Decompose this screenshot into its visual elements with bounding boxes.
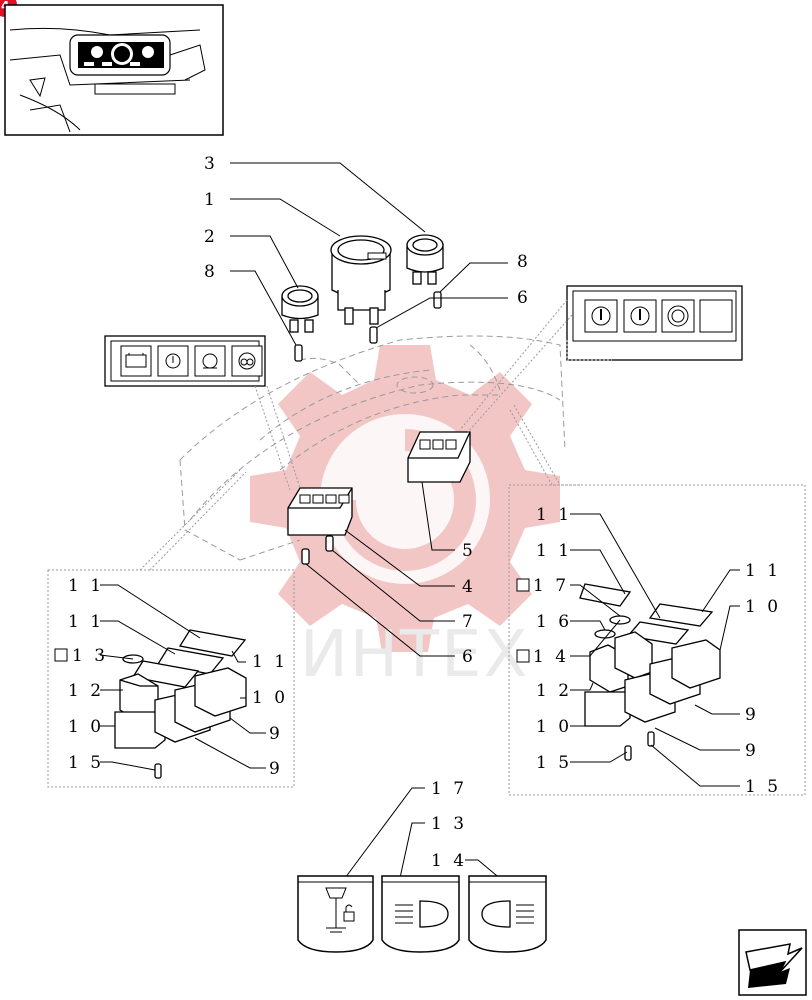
coolant-temperature-icon	[584, 299, 618, 333]
callout-right-0: 1 1	[536, 505, 572, 525]
callout-top-4: 8	[517, 252, 531, 272]
callout-center-3: 6	[462, 647, 476, 667]
callout-bottom-1: 1 3	[431, 814, 467, 834]
bulb-center-b	[301, 548, 310, 565]
bottom-lens-2	[381, 875, 460, 953]
callout-right-7: 1 2	[536, 681, 572, 701]
callout-top-1: 1	[204, 190, 218, 210]
oil-pressure-icon	[157, 345, 189, 377]
callout-bottom-2: 1 4	[431, 851, 467, 871]
callout-left-8: 9	[269, 759, 283, 779]
callout-right-6: 1 4	[533, 647, 569, 667]
transmission-temperature-icon	[623, 299, 657, 333]
callout-left-2: 1 3	[72, 646, 108, 666]
dashboard-outline	[179, 335, 566, 561]
callout-left-6: 1 0	[252, 688, 288, 708]
bottom-lens-3	[468, 875, 547, 953]
bottom-lens-1	[297, 875, 374, 953]
callout-right-10: 9	[745, 741, 759, 761]
callout-right-11: 1 5	[536, 753, 572, 773]
callout-left-0: 1 1	[68, 576, 104, 596]
callout-left-1: 1 1	[68, 612, 104, 632]
left-warning-panel	[104, 335, 266, 387]
blank-slot	[699, 299, 733, 333]
callout-right-8: 9	[745, 705, 759, 725]
callout-right-2: 1 7	[533, 576, 569, 596]
callout-center-0: 5	[462, 541, 476, 561]
callout-left-9: 1 5	[68, 753, 104, 773]
callout-labels: 3 1 2 8 8 6 5 4 7 6 1 1 1 1 1 3 1 1 1 2 …	[54, 154, 781, 871]
bulb-top-left	[294, 344, 303, 362]
low-beam-icon	[481, 900, 534, 928]
callout-right-12: 1 5	[745, 777, 781, 797]
callout-left-5: 1 0	[68, 717, 104, 737]
callout-top-2: 2	[204, 227, 218, 247]
callout-center-2: 7	[462, 612, 476, 632]
callout-left-7: 9	[269, 724, 283, 744]
bulb-center-a	[325, 535, 334, 552]
air-filter-icon	[194, 345, 226, 377]
left-switch-group	[47, 569, 295, 788]
note-box-left	[54, 648, 68, 662]
bulb-top-right	[433, 291, 442, 309]
note-box-right-b	[516, 649, 530, 663]
bulb-top-center	[369, 326, 378, 344]
right-gauge	[406, 234, 444, 285]
callout-left-3: 1 1	[252, 652, 288, 672]
watermark: ИНТЕХ	[250, 345, 560, 692]
callout-left-4: 1 2	[68, 681, 104, 701]
center-left-housing	[287, 487, 353, 536]
callout-top-5: 6	[517, 288, 531, 308]
hydraulic-lock-icon	[325, 887, 355, 933]
callout-right-5: 1 6	[536, 612, 572, 632]
callout-right-9: 1 0	[536, 717, 572, 737]
location-thumbnail	[4, 4, 224, 136]
callout-right-4: 1 0	[745, 597, 781, 617]
right-warning-panel	[566, 285, 743, 361]
callout-right-1: 1 1	[536, 541, 572, 561]
callout-right-3: 1 1	[745, 561, 781, 581]
fuel-filter-icon	[661, 299, 695, 333]
watermark-text: ИНТЕХ	[300, 618, 529, 692]
high-beam-icon	[395, 900, 449, 928]
battery-icon	[120, 345, 152, 377]
callout-center-1: 4	[462, 577, 476, 597]
callout-bottom-0: 1 7	[431, 779, 467, 799]
right-switch-group	[508, 484, 806, 796]
next-page-arrow-icon[interactable]	[738, 929, 807, 996]
leader-lines	[99, 162, 740, 886]
left-gauge	[281, 285, 319, 333]
glow-plug-icon	[231, 345, 263, 377]
speedometer-gauge	[330, 235, 392, 325]
callout-top-3: 8	[204, 262, 218, 282]
note-box-right-a	[516, 578, 530, 592]
center-right-housing	[407, 431, 471, 483]
callout-top-0: 3	[204, 154, 218, 174]
